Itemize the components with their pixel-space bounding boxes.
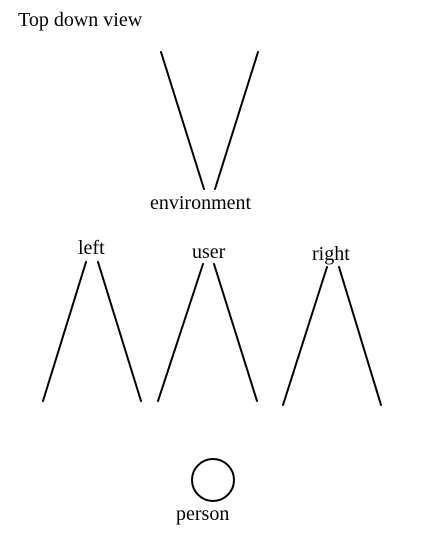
user-cone-right-edge bbox=[213, 263, 258, 402]
right-cone-right-edge bbox=[338, 266, 382, 406]
left-label: left bbox=[78, 237, 105, 259]
diagram-title: Top down view bbox=[18, 9, 143, 31]
right-cone-left-edge bbox=[282, 266, 328, 406]
left-cone-left-edge bbox=[42, 261, 87, 402]
person-label: person bbox=[176, 503, 230, 525]
environment-cone-right-edge bbox=[214, 51, 259, 190]
right-label: right bbox=[312, 243, 350, 265]
user-view-cone bbox=[157, 263, 258, 402]
right-view-cone bbox=[282, 266, 382, 406]
user-label: user bbox=[192, 241, 226, 263]
environment-view-cone bbox=[160, 51, 259, 190]
left-view-cone bbox=[42, 261, 142, 402]
user-cone-left-edge bbox=[157, 263, 204, 402]
environment-label: environment bbox=[150, 192, 252, 214]
left-cone-right-edge bbox=[97, 261, 142, 402]
person-circle bbox=[191, 458, 235, 502]
environment-cone-left-edge bbox=[160, 51, 205, 190]
